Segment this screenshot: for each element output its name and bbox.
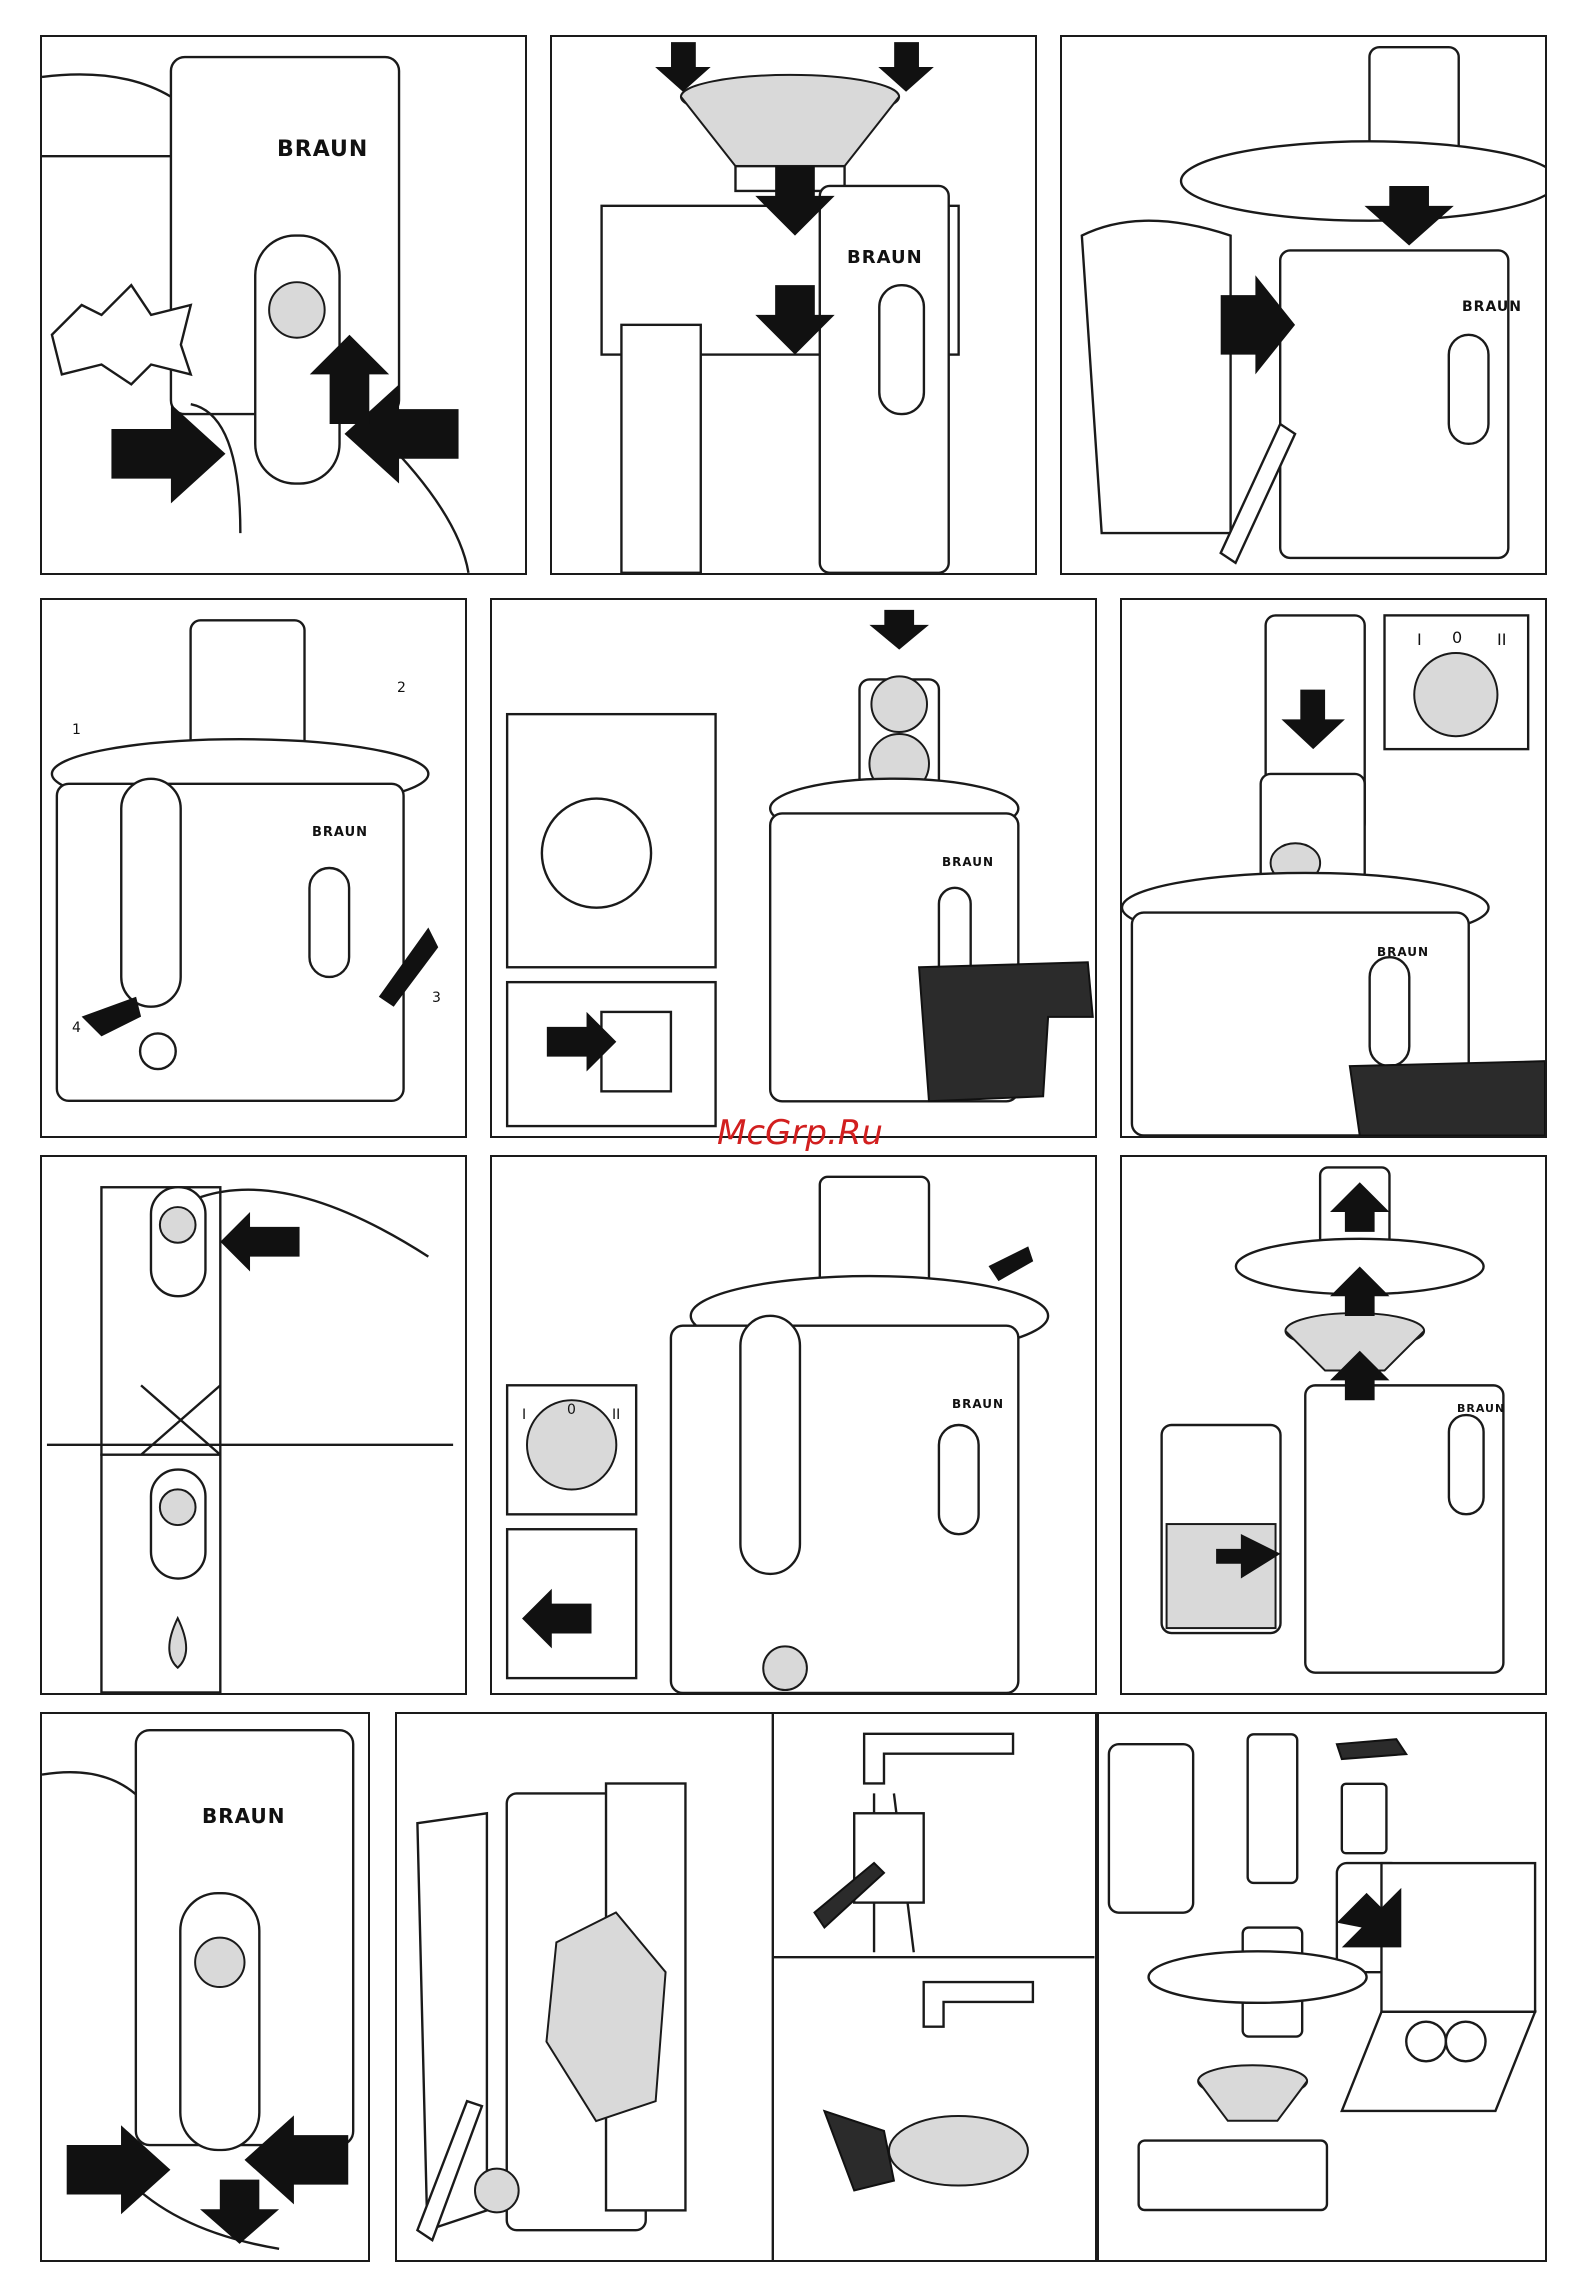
dial-label-off: 0: [1452, 628, 1462, 647]
panel-lock-arms: 1 2 3 4 BRAUN: [40, 598, 467, 1138]
panel-insert-filter: BRAUN: [550, 35, 1037, 575]
brand-label-8: BRAUN: [1457, 1402, 1505, 1415]
brand-label-9: BRAUN: [202, 1804, 286, 1828]
panel-assemble-lid: BRAUN: [1060, 35, 1547, 575]
arrow-down-right: [878, 42, 934, 92]
callout-4: 4: [72, 1020, 81, 1036]
panel-disassemble: BRAUN: [1120, 1155, 1547, 1695]
illustration-remove: [42, 1714, 368, 2260]
brand-label: BRAUN: [277, 137, 368, 162]
brand-label-6: BRAUN: [1377, 945, 1429, 959]
faucet-top: [864, 1734, 1013, 1784]
callout-2: 2: [397, 680, 406, 696]
panel-cleaning: [395, 1712, 1097, 2262]
illustration-drip-stop: [42, 1157, 465, 1693]
brand-label-2: BRAUN: [847, 247, 923, 268]
illustration-disassemble: [1122, 1157, 1545, 1693]
arrow-curve-up: [989, 1246, 1034, 1281]
dial-label-pos2-2: II: [612, 1407, 620, 1423]
illustration-filter-insert: [552, 37, 1035, 573]
panel-feed-fruit: BRAUN: [490, 598, 1097, 1138]
dial-label-pos1-2: I: [522, 1407, 526, 1423]
brand-label-5: BRAUN: [942, 855, 994, 869]
arrow-down-fruit: [869, 610, 929, 650]
brand-label-4: BRAUN: [312, 825, 368, 840]
arrow-push-right: [111, 404, 225, 503]
dial-label-off-2: 0: [567, 1402, 576, 1418]
panel-remove-pitcher: BRAUN: [40, 1712, 370, 2262]
illustration-pusher: [1122, 600, 1545, 1136]
dial-label-pos2: II: [1497, 630, 1506, 649]
arrow-press-button: [220, 1212, 299, 1271]
brush-bottom: [824, 2111, 893, 2190]
panel-pusher: I 0 II BRAUN: [1120, 598, 1547, 1138]
brand-label-7: BRAUN: [952, 1397, 1004, 1411]
lid-part: [1337, 1739, 1406, 1759]
panel-release-lid: BRAUN: [40, 35, 527, 575]
callout-1: 1: [72, 722, 81, 738]
illustration-feed-fruit: [492, 600, 1095, 1136]
callout-3: 3: [432, 990, 441, 1006]
illustration-cleaning: [397, 1714, 1095, 2260]
dial-label-pos1: I: [1417, 630, 1422, 649]
panel-drip-stop: [40, 1155, 467, 1695]
faucet-bottom: [924, 1982, 1033, 2027]
arrow-down-pull: [200, 2180, 279, 2244]
watermark: McGrp.Ru: [700, 1113, 900, 1153]
panel-unlock-arms: I 0 II BRAUN: [490, 1155, 1097, 1695]
illustration-dishwasher: [1099, 1714, 1545, 2260]
panel-dishwasher: [1097, 1712, 1547, 2262]
illustration-unlock: [492, 1157, 1095, 1693]
brand-label-3: BRAUN: [1462, 299, 1522, 315]
illustration-press-release: [42, 37, 525, 573]
